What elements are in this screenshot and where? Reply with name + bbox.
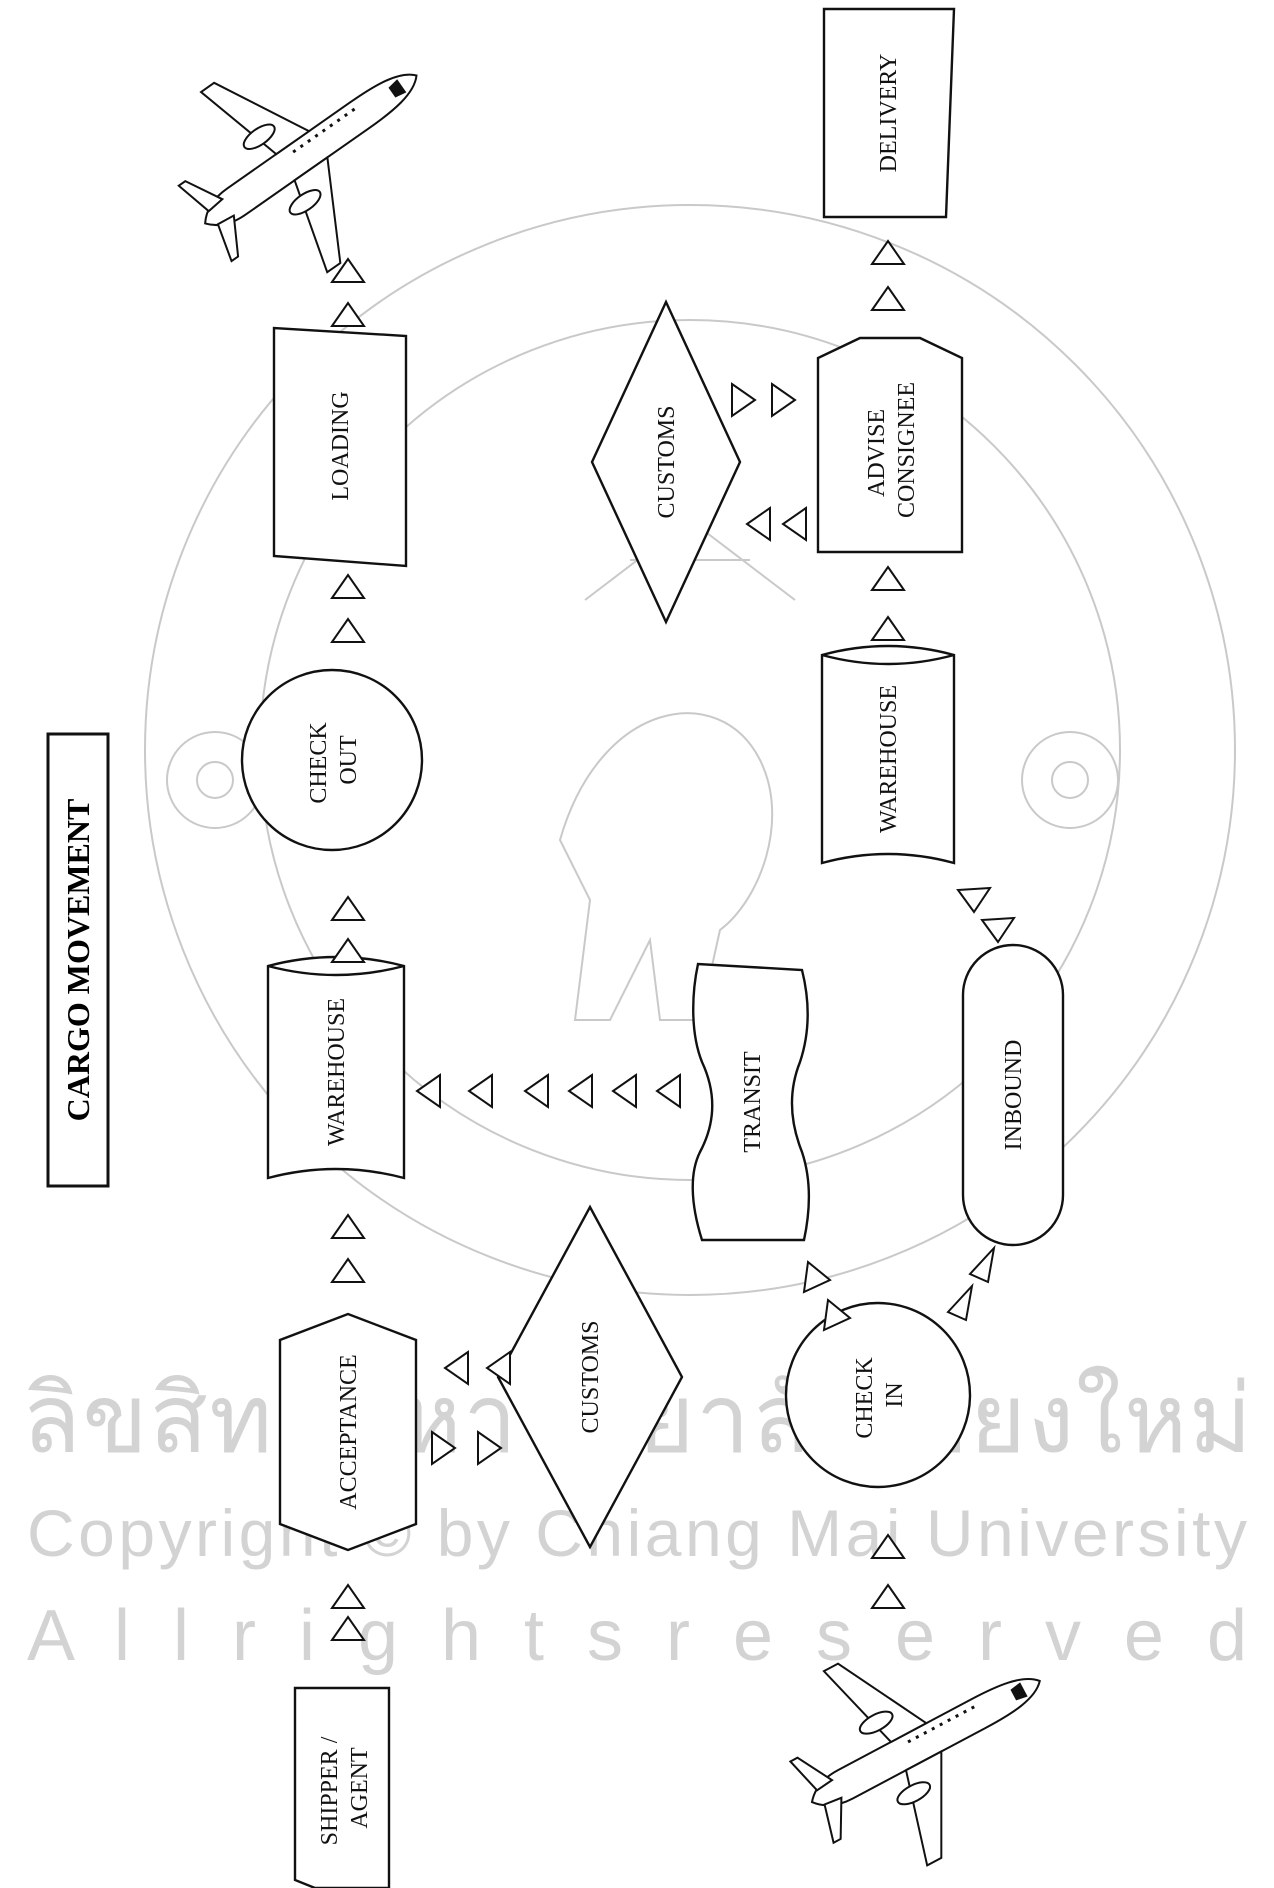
arrow-transit-warehouse-2 <box>611 1073 637 1109</box>
arrow-advise-customs-1 <box>745 506 771 542</box>
watermark-rights: A l l r i g h t s r e s e r v e d <box>27 1596 1247 1676</box>
arrow-advise-delivery-1 <box>870 285 906 311</box>
arrow-transit-warehouse-4 <box>523 1073 549 1109</box>
customs-export-label: CUSTOMS <box>578 1321 604 1434</box>
arrow-checkout-loading-2 <box>330 573 366 599</box>
shipper-agent-label: SHIPPER / AGENT <box>317 1731 373 1846</box>
check-out-label: CHECK OUT <box>306 716 362 803</box>
flower-ornament-right <box>1021 731 1119 829</box>
arrow-transit-warehouse-5 <box>467 1073 493 1109</box>
arrow-checkin-inbound-1 <box>968 1244 996 1284</box>
arrow-advise-customs-2 <box>781 506 807 542</box>
node-warehouse-import: WAREHOUSE <box>820 644 956 865</box>
flow-arrows <box>330 239 1016 1641</box>
arrow-acceptance-customs-1 <box>431 1430 457 1466</box>
arrow-transit-warehouse-1 <box>655 1073 681 1109</box>
arrow-checkout-loading-1 <box>330 617 366 643</box>
delivery-label: DELIVERY <box>876 54 902 173</box>
node-warehouse-export: WAREHOUSE <box>266 955 406 1180</box>
arrow-acceptance-warehouse-2 <box>330 1213 366 1239</box>
check-in-label: CHECK IN <box>852 1351 908 1438</box>
transit-label: TRANSIT <box>740 1051 766 1153</box>
arrow-customs-acceptance-2 <box>485 1350 511 1386</box>
arrow-acceptance-warehouse-1 <box>330 1257 366 1283</box>
arrow-inbound-warehouse-2 <box>956 886 992 914</box>
arrow-shipper-acceptance-1 <box>330 1615 366 1641</box>
arrow-transit-warehouse-6 <box>415 1073 441 1109</box>
arrow-customs-advise-1 <box>731 382 757 418</box>
node-transit: TRANSIT <box>691 962 811 1242</box>
arrow-customs-advise-2 <box>771 382 797 418</box>
node-advise-consignee: ADVISE CONSIGNEE <box>816 336 964 554</box>
node-customs-export: CUSTOMS <box>496 1204 684 1550</box>
arrow-warehouse-advise-2 <box>870 565 906 591</box>
arrow-loading-aircraft-2 <box>330 257 366 283</box>
arrow-aircraft-checkin-1 <box>870 1583 906 1609</box>
node-delivery: DELIVERY <box>822 7 956 219</box>
arrow-warehouse-checkout-1 <box>330 895 366 921</box>
advise-consignee-label: ADVISE CONSIGNEE <box>864 382 920 518</box>
arrow-aircraft-checkin-2 <box>870 1533 906 1559</box>
arrow-warehouse-advise-1 <box>870 615 906 641</box>
customs-import-label: CUSTOMS <box>654 406 680 519</box>
arrow-warehouse-checkout-2 <box>330 937 366 963</box>
warehouse-import-label: WAREHOUSE <box>876 685 902 833</box>
title-box: CARGO MOVEMENT <box>46 732 110 1188</box>
node-check-out: CHECK OUT <box>240 668 424 852</box>
arrow-inbound-warehouse-1 <box>980 916 1016 944</box>
warehouse-export-label: WAREHOUSE <box>324 998 350 1146</box>
arrow-advise-delivery-2 <box>870 239 906 265</box>
arrow-checkin-inbound-2 <box>946 1282 974 1322</box>
arrow-loading-aircraft-1 <box>330 301 366 327</box>
page-title: CARGO MOVEMENT <box>60 799 96 1122</box>
loading-label: LOADING <box>328 391 354 500</box>
arrow-customs-acceptance-1 <box>443 1350 469 1386</box>
watermark-copyright: Copyright © by Chiang Mai University <box>27 1496 1247 1570</box>
node-shipper-agent: SHIPPER / AGENT <box>293 1686 391 1888</box>
airplane-departure-icon <box>177 73 418 274</box>
arrow-checkin-transit-2 <box>822 1298 852 1332</box>
airplane-arrival-icon <box>788 1662 1041 1867</box>
node-acceptance: ACCEPTANCE <box>278 1312 418 1552</box>
arrow-checkin-transit-1 <box>802 1260 832 1294</box>
arrow-acceptance-customs-2 <box>477 1430 503 1466</box>
node-loading: LOADING <box>272 326 408 568</box>
acceptance-label: ACCEPTANCE <box>336 1354 362 1509</box>
node-check-in: CHECK IN <box>784 1301 972 1489</box>
node-inbound: INBOUND <box>961 943 1065 1247</box>
arrow-transit-warehouse-3 <box>567 1073 593 1109</box>
arrow-shipper-acceptance-2 <box>330 1583 366 1609</box>
inbound-label: INBOUND <box>1001 1040 1027 1151</box>
node-customs-import: CUSTOMS <box>590 299 742 625</box>
